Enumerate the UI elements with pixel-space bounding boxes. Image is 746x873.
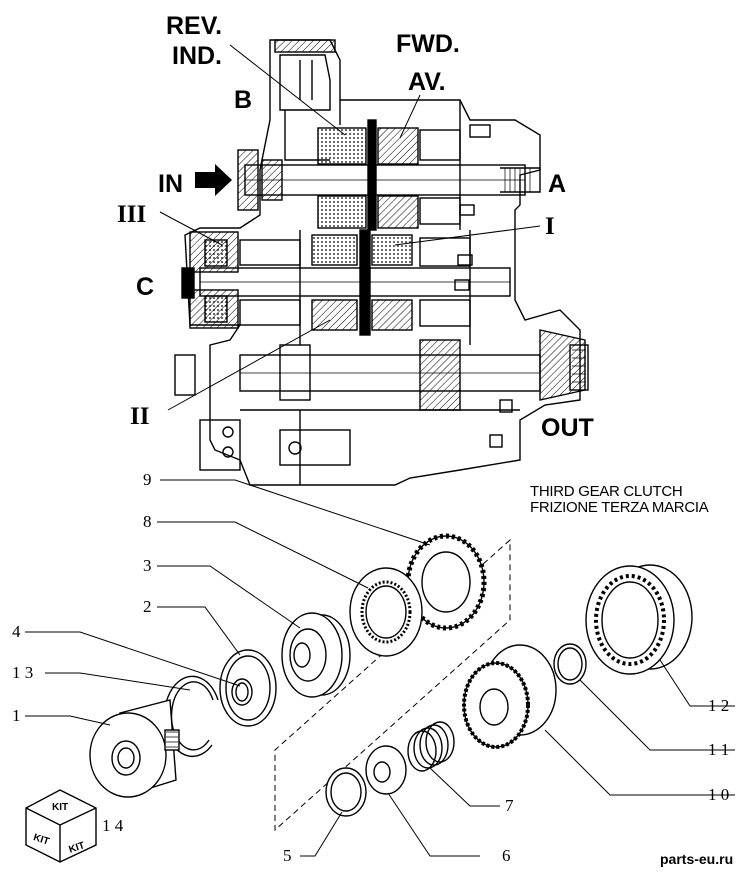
callout-8: 8 <box>143 512 152 531</box>
callout-12: 1 2 <box>708 696 729 715</box>
label-rev: REV. <box>166 12 222 40</box>
callout-6: 6 <box>502 846 511 865</box>
part-11-o-ring <box>553 643 587 685</box>
label-in: IN <box>158 170 183 198</box>
kit-cube-icon: KIT KIT KIT <box>25 789 97 863</box>
part-8-friction-disc <box>349 567 423 657</box>
group-dashed-outline <box>274 538 511 832</box>
label-iii: III <box>117 201 146 228</box>
part-9-gear-disc <box>405 533 487 631</box>
label-b: B <box>234 86 252 114</box>
part-3-piston <box>281 612 351 698</box>
part-12-internal-gear-drum <box>585 564 693 675</box>
kit-label-top: KIT <box>52 802 68 813</box>
callout-numbers: 9 8 3 2 4 1 3 1 1 2 1 1 1 0 7 6 5 1 4 <box>12 470 729 865</box>
callout-13: 1 3 <box>12 663 33 682</box>
callout-4: 4 <box>12 622 21 641</box>
label-ind: IND. <box>172 42 222 70</box>
callout-11: 1 1 <box>708 740 729 759</box>
callout-3: 3 <box>143 556 152 575</box>
top-labels: REV. IND. FWD. AV. B IN A III C I II OUT <box>117 12 594 442</box>
callout-1: 1 <box>12 706 21 725</box>
exploded-parts <box>89 533 693 817</box>
label-c: C <box>136 273 154 301</box>
label-av: AV. <box>408 68 446 96</box>
kit-label-right: KIT <box>68 840 87 855</box>
callout-2: 2 <box>143 597 152 616</box>
callout-7: 7 <box>505 796 514 815</box>
callout-5: 5 <box>283 846 292 865</box>
part-10-gear-hub <box>462 644 557 749</box>
callout-leader-lines <box>25 479 735 857</box>
part-4-small-seal <box>231 678 253 706</box>
part-1-clutch-housing <box>89 699 180 798</box>
kit-label-left: KIT <box>32 832 51 847</box>
top-leader-lines <box>159 44 541 411</box>
part-5-snap-ring <box>325 767 367 817</box>
input-arrow-icon <box>195 164 232 196</box>
label-out: OUT <box>541 414 594 442</box>
label-a: A <box>548 170 566 198</box>
transmission-cross-section <box>174 39 589 486</box>
watermark: parts-eu.ru <box>660 851 733 867</box>
part-6-washer <box>365 745 407 795</box>
label-ii: II <box>130 403 149 430</box>
caption-line-2: FRIZIONE TERZA MARCIA <box>530 499 709 516</box>
callout-9: 9 <box>143 470 152 489</box>
caption-line-1: THIRD GEAR CLUTCH <box>530 483 682 500</box>
callout-14: 1 4 <box>102 816 124 835</box>
callout-10: 1 0 <box>708 785 729 804</box>
label-i: I <box>545 213 555 240</box>
part-7-spring <box>407 721 455 772</box>
label-fwd: FWD. <box>396 30 460 58</box>
